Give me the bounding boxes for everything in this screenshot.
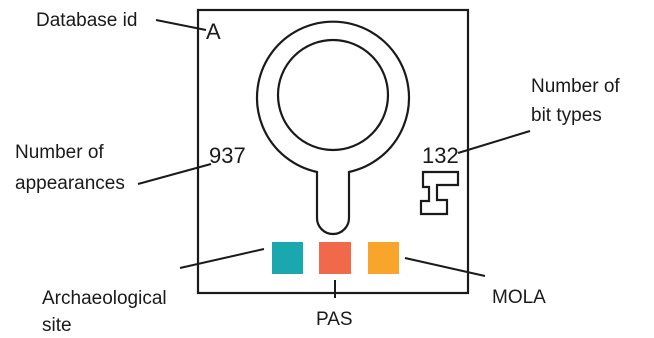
leader-archaeological-site (179, 248, 265, 269)
card-frame (196, 8, 470, 295)
callout-database-id: Database id (36, 10, 137, 31)
callout-appearances-line1: Number of (15, 142, 104, 163)
database-id-value: A (206, 19, 221, 44)
callout-bit-types-line1: Number of (531, 76, 620, 97)
callout-archaeological-line2: site (42, 315, 72, 336)
leader-bit-types (457, 130, 531, 154)
appearances-value: 937 (209, 143, 246, 168)
leader-database-id (155, 19, 207, 31)
callout-mola: MOLA (492, 287, 546, 308)
callout-pas: PAS (316, 309, 353, 330)
leader-mola (404, 257, 486, 277)
callout-bit-types-line2: bit types (531, 105, 602, 126)
bit-types-value: 132 (422, 143, 459, 168)
swatch-mola (368, 242, 399, 274)
swatch-archaeological-site (272, 242, 303, 274)
bit-shape-icon (419, 170, 460, 216)
magnifying-glass-icon (255, 20, 411, 236)
swatch-pas (319, 242, 351, 274)
callout-archaeological-line1: Archaeological (42, 288, 167, 309)
leader-appearances (137, 163, 212, 185)
callout-appearances-line2: appearances (15, 173, 125, 194)
